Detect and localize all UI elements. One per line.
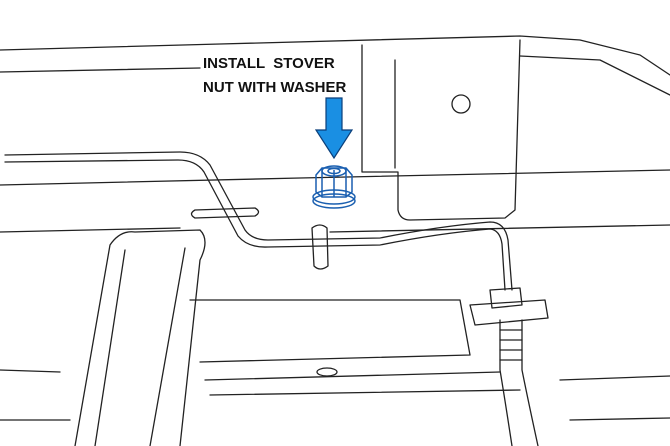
callout-line-1: INSTALL STOVER (203, 55, 335, 72)
bracket-hole (451, 94, 471, 114)
frame-inner-edge (0, 55, 670, 96)
down-arrow-icon (314, 97, 354, 160)
hose-fitting (469, 287, 549, 326)
control-arm (74, 229, 206, 446)
line-clip (311, 224, 329, 270)
lower-frame (0, 369, 670, 421)
brake-line (4, 151, 513, 291)
frame-side-line (0, 169, 670, 186)
frame-top-edge (0, 35, 670, 76)
callout-line-2: NUT WITH WASHER (203, 79, 347, 96)
bolt-head (316, 367, 338, 377)
crossmember (189, 299, 521, 396)
hose-ribs (499, 329, 523, 361)
brake-hose (499, 319, 539, 446)
stover-nut-with-washer (312, 165, 356, 209)
control-arm-inner (94, 247, 186, 446)
install-callout-label: INSTALL STOVER NUT WITH WASHER (203, 52, 346, 100)
frame-lower-line (0, 224, 670, 233)
mounting-bracket (361, 39, 521, 221)
brake-line-lower (4, 159, 506, 291)
frame-slot (190, 207, 260, 219)
